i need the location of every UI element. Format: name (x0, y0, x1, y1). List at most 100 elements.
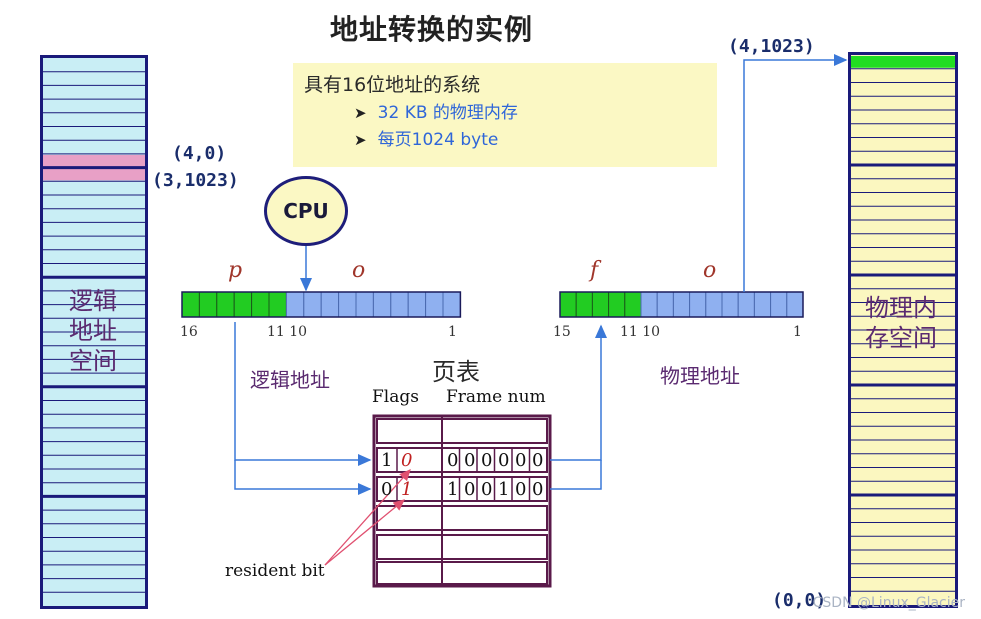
register-bit-low (656, 291, 674, 318)
row1-flag-0: 1 (381, 450, 393, 471)
physical-label-line: 物理内 (865, 294, 937, 322)
register-bit-low (721, 291, 739, 318)
register-bit-low (705, 291, 723, 318)
logical-label-line: 空间 (69, 347, 117, 375)
memory-highlight-row (43, 168, 145, 181)
physical-grid (851, 56, 955, 592)
resident-bit-label: resident bit (225, 561, 325, 581)
physical-address-space: 物理内 存空间 (848, 52, 958, 608)
page-table-title: 页表 (432, 358, 480, 386)
row2-to-f-line (550, 460, 602, 490)
register-bit-high (575, 291, 593, 318)
marker-3-1023: (3,1023) (152, 170, 239, 191)
register-bit-low (689, 291, 707, 318)
register-bit-high (268, 291, 287, 318)
logical-label-line: 地址 (69, 317, 117, 345)
register-border (181, 291, 462, 318)
register-bit-low (338, 291, 357, 318)
register-bit-low (372, 291, 392, 318)
physical-address-register (559, 291, 804, 318)
physical-bit-15: 15 (553, 324, 571, 340)
logical-label-line: 逻辑 (69, 287, 117, 315)
marker-4-0: (4,0) (172, 143, 227, 164)
row2-flag-1: 1 (401, 479, 413, 500)
logical-bit-1: 1 (448, 324, 457, 340)
frame-bit: 0 (532, 450, 544, 471)
row1-to-f-arrow (550, 324, 607, 461)
physical-segment-label: 物理内 存空间 (865, 293, 937, 353)
memory-highlight-row (851, 56, 955, 68)
memory-highlight-row (43, 154, 145, 167)
logical-o-label: o (352, 258, 366, 283)
register-bit-low (303, 291, 322, 318)
register-bit-high (233, 291, 253, 318)
logical-address-label: 逻辑地址 (250, 368, 330, 392)
register-bit-high (181, 291, 200, 318)
frame-bit: 1 (498, 479, 510, 500)
register-bit-low (672, 291, 691, 318)
frame-bit: 0 (532, 479, 544, 500)
register-bit-low (442, 291, 461, 318)
info-box (293, 63, 717, 167)
resident-bit-pointer (324, 499, 406, 566)
frame-bit: 0 (481, 450, 493, 471)
logical-bit-16: 16 (180, 324, 198, 340)
physical-label-line: 存空间 (865, 324, 937, 352)
page-table-cells (396, 448, 531, 501)
watermark: CSDN @Linux_Glacier (812, 595, 965, 611)
register-bit-low (320, 291, 340, 318)
info-item-label: 32 KB 的物理内存 (377, 103, 518, 123)
frame-bit: 0 (481, 479, 493, 500)
cpu-node: CPU (264, 176, 348, 246)
row2-flag-0: 0 (381, 479, 393, 500)
register-border (559, 291, 804, 318)
page-table (372, 414, 552, 588)
page-title: 地址转换的实例 (330, 13, 534, 46)
register-bit-high (559, 291, 577, 318)
frame-bit: 0 (498, 450, 510, 471)
marker-4-1023: (4,1023) (728, 36, 815, 57)
page-table-row (376, 534, 548, 560)
page-table-row (376, 476, 548, 502)
physical-address-label: 物理地址 (660, 364, 740, 388)
frame-num-header: Frame num (446, 387, 546, 407)
row1-flag-1: 0 (401, 450, 413, 471)
resident-bit-pointer (324, 469, 411, 566)
physical-bit-11-10: 11 10 (620, 324, 661, 340)
register-bit-low (640, 291, 658, 318)
physical-to-memory-arrow (743, 54, 848, 292)
bullet-arrow-icon: ➤ (354, 104, 367, 122)
info-item-memory: ➤ 32 KB 的物理内存 (354, 98, 518, 123)
physical-o-label: o (703, 258, 717, 283)
frame-bit: 0 (447, 450, 459, 471)
register-bit-low (786, 291, 804, 318)
page-table-row (376, 561, 548, 585)
logical-bit-11-10: 11 10 (267, 324, 308, 340)
physical-bit-1: 1 (793, 324, 802, 340)
register-bit-low (425, 291, 444, 318)
p-to-row2-arrow (234, 460, 372, 495)
register-bit-high (216, 291, 235, 318)
page-table-row (376, 418, 548, 444)
info-item-pagesize: ➤ 每页1024 byte (354, 125, 498, 150)
physical-f-label: f (590, 258, 599, 283)
logical-grid (43, 71, 145, 593)
frame-bit: 0 (515, 450, 527, 471)
register-bit-low (285, 291, 305, 318)
frame-bit: 1 (447, 479, 459, 500)
register-bit-high (608, 291, 626, 318)
page-table-row (376, 447, 548, 473)
register-bit-low (770, 291, 788, 318)
flags-header: Flags (372, 387, 419, 407)
bullet-arrow-icon: ➤ (354, 131, 367, 149)
register-bit-low (355, 291, 374, 318)
frame-bit: 0 (464, 450, 476, 471)
info-item-label: 每页1024 byte (377, 130, 499, 150)
logical-segment-label: 逻辑 地址 空间 (69, 286, 117, 376)
logical-p-label: p (228, 258, 243, 283)
frame-bit: 0 (515, 479, 527, 500)
p-to-row1-arrow (234, 322, 372, 466)
register-bit-high (591, 291, 610, 318)
register-bit-high (624, 291, 642, 318)
